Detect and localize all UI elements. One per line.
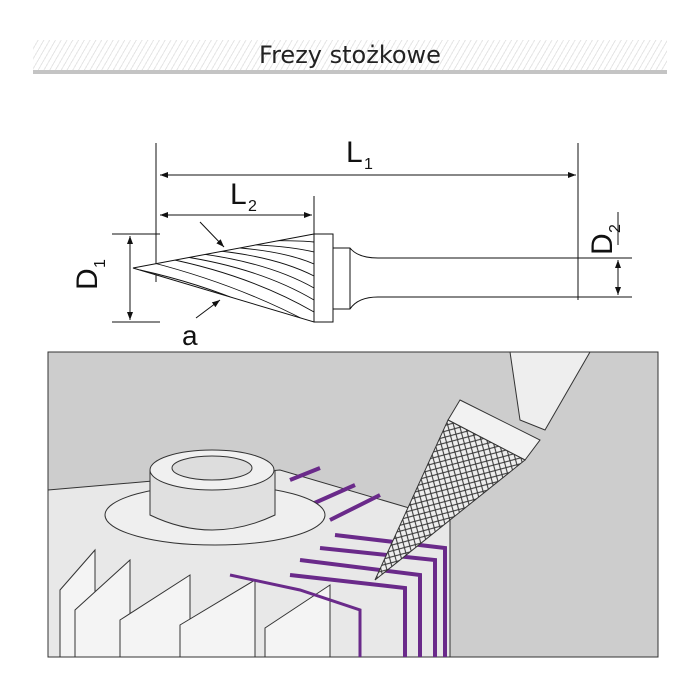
page-title: Frezy stożkowe <box>259 41 441 69</box>
label-L2: L <box>230 178 247 211</box>
label-L1: L <box>346 136 363 169</box>
burr-cone <box>374 419 526 581</box>
label-a: a <box>182 320 198 351</box>
svg-text:1: 1 <box>92 259 109 268</box>
collar <box>313 233 334 323</box>
svg-text:2: 2 <box>248 198 257 215</box>
title-banner <box>33 40 667 70</box>
svg-text:2: 2 <box>607 224 624 233</box>
usage-illustration <box>47 351 659 658</box>
title-underline <box>33 70 667 74</box>
label-D1: D <box>71 268 104 290</box>
svg-text:1: 1 <box>364 156 373 173</box>
label-D2: D <box>586 233 619 255</box>
shank <box>333 247 578 310</box>
